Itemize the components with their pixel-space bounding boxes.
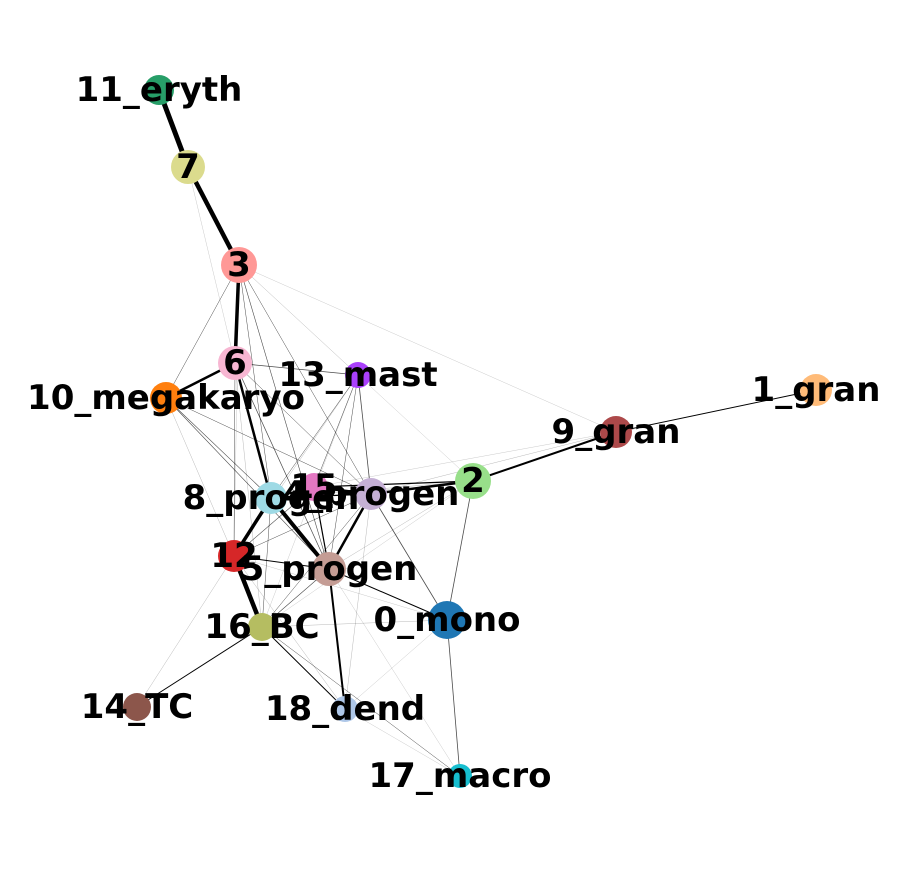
node-6[interactable] bbox=[218, 346, 252, 380]
edge-18_dend-17_macro bbox=[344, 708, 461, 777]
edge-16_BC-0_mono bbox=[261, 619, 448, 628]
edge-12-18_dend bbox=[233, 555, 346, 710]
edge-4_progen-0_mono bbox=[370, 493, 448, 621]
edge-3-9_gran bbox=[238, 264, 617, 433]
node-label-4_progen: 4_progen bbox=[283, 474, 460, 514]
edge-15-12 bbox=[233, 486, 315, 557]
node-11_eryth[interactable] bbox=[144, 75, 174, 105]
edge-10_megakaryo-8_progen bbox=[165, 397, 272, 499]
node-17_macro[interactable] bbox=[448, 764, 472, 788]
edge-4_progen-18_dend bbox=[344, 493, 372, 710]
node-label-0_mono: 0_mono bbox=[373, 600, 520, 640]
edge-6-5_progen bbox=[234, 362, 330, 570]
node-label-1_gran: 1_gran bbox=[752, 370, 881, 410]
node-label-6: 6 bbox=[223, 343, 247, 383]
edge-6-12 bbox=[233, 362, 236, 557]
edge-10_megakaryo-3 bbox=[165, 264, 240, 399]
edge-2-16_BC bbox=[261, 480, 474, 628]
node-14_TC[interactable] bbox=[123, 693, 151, 721]
edge-16_BC-17_macro bbox=[261, 626, 461, 777]
edge-5_progen-18_dend bbox=[328, 568, 346, 710]
edge-10_megakaryo-12 bbox=[165, 397, 235, 557]
edge-13_mast-16_BC bbox=[261, 374, 359, 628]
edge-6-13_mast bbox=[234, 362, 359, 376]
edge-9_gran-15 bbox=[313, 431, 617, 488]
node-label-5_progen: 5_progen bbox=[241, 549, 418, 589]
node-12[interactable] bbox=[218, 540, 250, 572]
node-label-2: 2 bbox=[461, 461, 485, 501]
edge-3-5_progen bbox=[238, 264, 330, 570]
edge-6-8_progen bbox=[233, 361, 273, 500]
node-label-10_megakaryo: 10_megakaryo bbox=[27, 378, 305, 418]
edge-6-4_progen bbox=[234, 362, 372, 495]
edge-3-13_mast bbox=[238, 264, 359, 376]
edge-9_gran-1_gran bbox=[615, 389, 817, 433]
node-16_BC[interactable] bbox=[248, 613, 276, 641]
node-1_gran[interactable] bbox=[800, 374, 832, 406]
node-label-12: 12 bbox=[210, 536, 257, 576]
edge-3-8_progen bbox=[238, 264, 272, 499]
node-10_megakaryo[interactable] bbox=[150, 382, 182, 414]
edge-layer bbox=[136, 87, 817, 777]
node-13_mast[interactable] bbox=[345, 362, 371, 388]
edge-10_megakaryo-5_progen bbox=[165, 397, 330, 570]
node-label-16_BC: 16_BC bbox=[204, 607, 319, 647]
edge-2-9_gran bbox=[472, 431, 617, 482]
edge-2-5_progen bbox=[328, 480, 474, 570]
node-2[interactable] bbox=[455, 463, 491, 499]
edge-13_mast-5_progen bbox=[328, 374, 359, 570]
edge-7-6 bbox=[187, 166, 236, 364]
node-label-11_eryth: 11_eryth bbox=[76, 70, 243, 110]
node-label-18_dend: 18_dend bbox=[265, 689, 425, 729]
node-4_progen[interactable] bbox=[355, 478, 387, 510]
node-label-9_gran: 9_gran bbox=[552, 412, 681, 452]
node-15[interactable] bbox=[300, 473, 328, 501]
edge-0_mono-18_dend bbox=[344, 619, 448, 710]
node-label-7: 7 bbox=[176, 147, 200, 187]
node-18_dend[interactable] bbox=[332, 696, 358, 722]
edge-16_BC-14_TC bbox=[136, 626, 263, 708]
node-0_mono[interactable] bbox=[428, 601, 466, 639]
edge-13_mast-4_progen bbox=[357, 374, 372, 495]
edge-10_megakaryo-4_progen bbox=[165, 397, 372, 495]
edge-0_mono-17_macro bbox=[446, 619, 461, 777]
node-9_gran[interactable] bbox=[600, 416, 632, 448]
edge-13_mast-2 bbox=[357, 374, 474, 482]
edge-16_BC-18_dend bbox=[261, 626, 346, 710]
node-layer bbox=[123, 75, 832, 788]
edge-3-4_progen bbox=[238, 264, 372, 495]
edge-7-3 bbox=[185, 164, 242, 268]
node-label-3: 3 bbox=[227, 245, 251, 285]
node-label-14_TC: 14_TC bbox=[81, 687, 193, 727]
edge-15-13_mast bbox=[313, 374, 359, 488]
edge-12-0_mono bbox=[233, 555, 448, 621]
edge-12-14_TC bbox=[136, 555, 235, 708]
edge-16_BC-8_progen bbox=[261, 497, 272, 628]
edge-15-2 bbox=[313, 480, 474, 488]
node-label-8_progen: 8_progen bbox=[183, 478, 360, 518]
node-label-15: 15 bbox=[290, 467, 337, 507]
edge-12-4_progen bbox=[233, 493, 372, 557]
node-label-13_mast: 13_mast bbox=[278, 355, 437, 395]
node-5_progen[interactable] bbox=[312, 552, 346, 586]
edge-6-16_BC bbox=[234, 362, 263, 628]
edge-5_progen-0_mono bbox=[328, 568, 448, 621]
edge-2-0_mono bbox=[446, 480, 474, 621]
node-label-17_macro: 17_macro bbox=[369, 756, 552, 796]
edge-13_mast-8_progen bbox=[270, 374, 359, 499]
node-3[interactable] bbox=[221, 247, 257, 283]
node-8_progen[interactable] bbox=[255, 482, 287, 514]
label-layer: 0_mono 1_gran 2 3 4_progen 5_progen 6 7 8_progen… bbox=[27, 70, 880, 796]
edge-5_progen-17_macro bbox=[328, 568, 461, 777]
node-7[interactable] bbox=[171, 150, 205, 184]
